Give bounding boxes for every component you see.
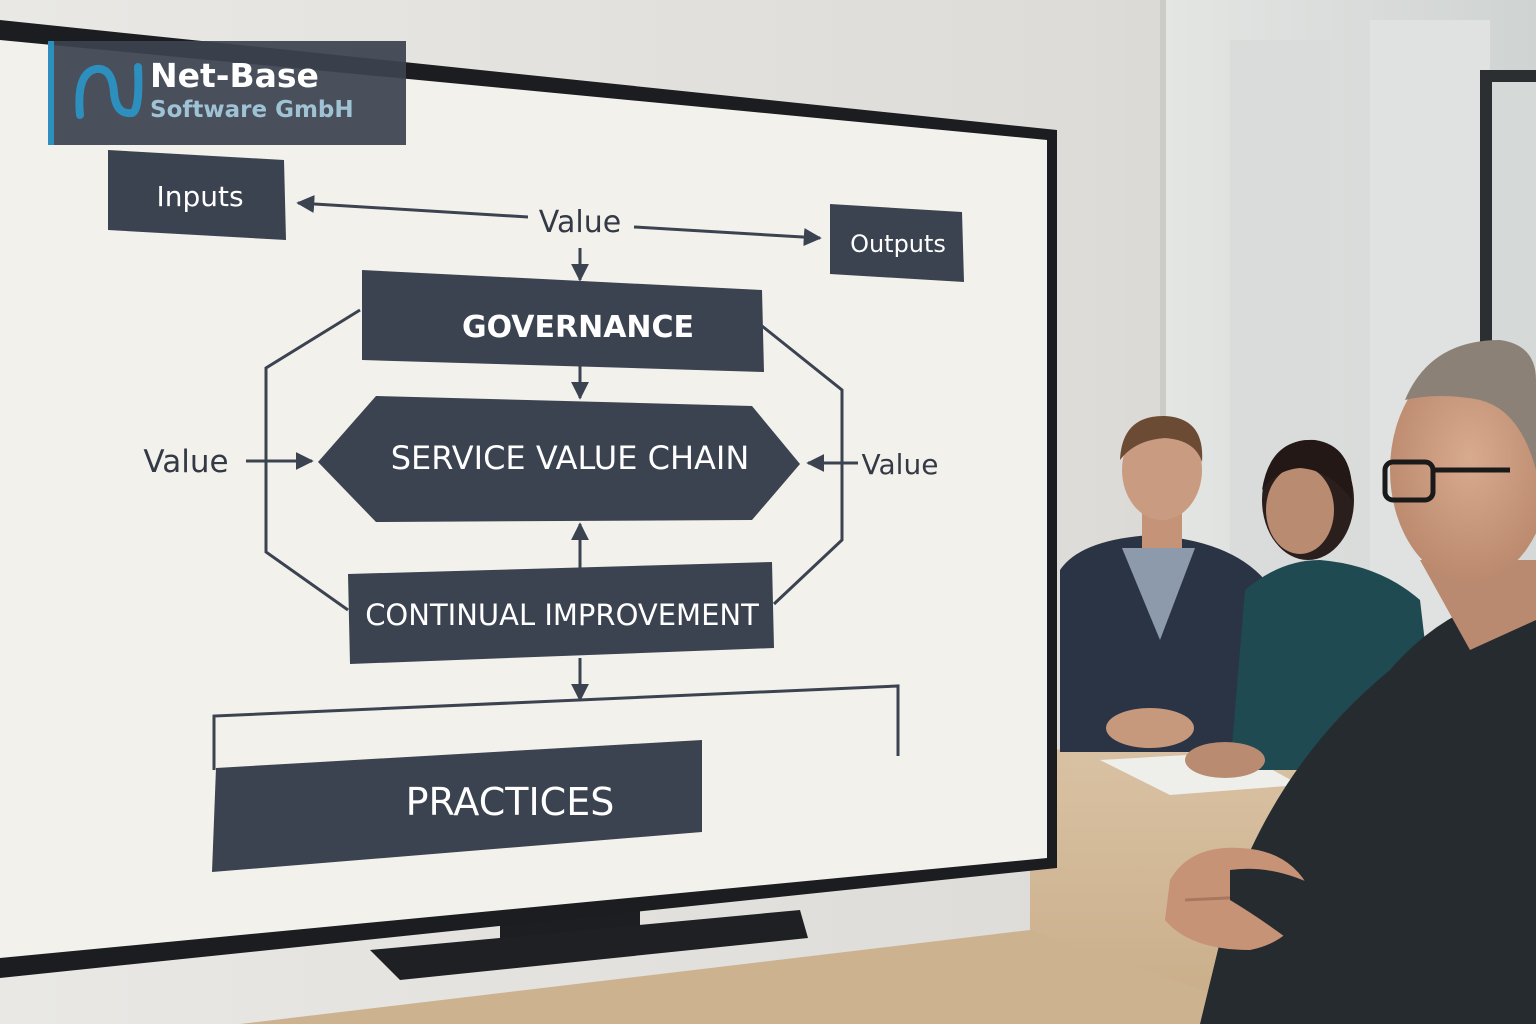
practices-label: PRACTICES <box>406 780 615 824</box>
outputs-box: Outputs <box>830 204 964 282</box>
continual-improvement-box: CONTINUAL IMPROVEMENT <box>348 562 774 664</box>
practices-box: PRACTICES <box>212 740 702 872</box>
diagram-connectors <box>212 195 900 770</box>
table-front <box>240 930 1300 1024</box>
company-logo: Net-Base Software GmbH <box>48 41 406 145</box>
person-man-foreground <box>1165 340 1536 1024</box>
person-woman <box>1185 439 1440 778</box>
net-base-logo-icon <box>75 63 143 119</box>
service-value-chain-label: SERVICE VALUE CHAIN <box>391 439 750 477</box>
practices-bracket <box>212 684 900 770</box>
outputs-label: Outputs <box>850 230 946 258</box>
value-top-label: Value <box>539 205 621 240</box>
value-left-label: Value <box>143 444 228 480</box>
person-man-left <box>1060 415 1280 752</box>
loop-left-line <box>264 308 361 612</box>
inputs-label: Inputs <box>156 180 243 213</box>
service-value-chain-shape: SERVICE VALUE CHAIN <box>318 396 800 522</box>
wall-corner <box>1160 0 1166 760</box>
logo-company-subtitle: Software GmbH <box>150 97 354 123</box>
inputs-box: Inputs <box>108 150 286 240</box>
arrow-value-to-inputs <box>296 195 529 219</box>
itil-diagram: Inputs Value Outputs GOVERNANCE SERVICE … <box>108 150 964 872</box>
governance-label: GOVERNANCE <box>462 310 694 345</box>
arrow-value-to-outputs <box>633 225 822 247</box>
logo-company-name: Net-Base <box>150 56 319 95</box>
loop-right-line <box>761 324 844 606</box>
continual-improvement-label: CONTINUAL IMPROVEMENT <box>365 598 759 632</box>
governance-box: GOVERNANCE <box>362 270 764 372</box>
value-right-label: Value <box>862 448 939 481</box>
